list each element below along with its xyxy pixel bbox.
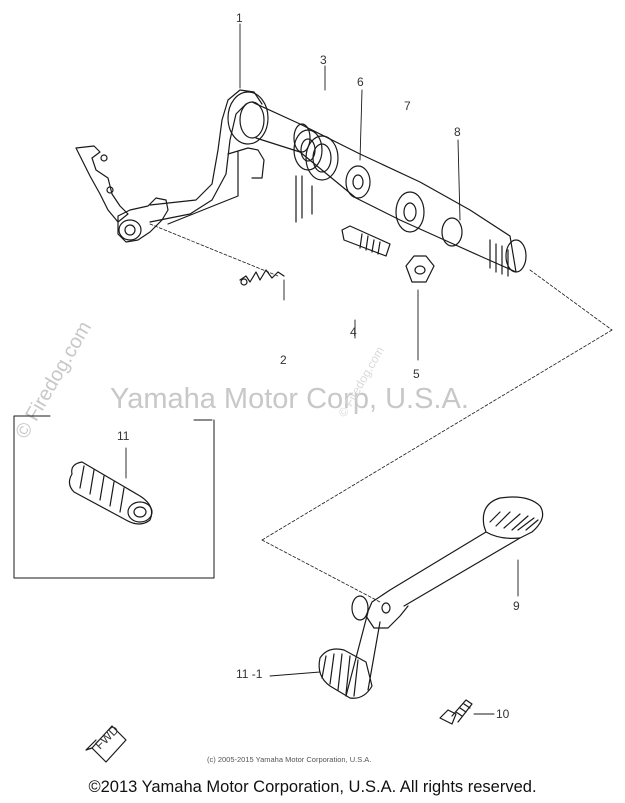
label-part-7: 7 <box>404 99 411 113</box>
spring-pin-part-4 <box>341 225 391 257</box>
label-part-10: 10 <box>496 707 510 721</box>
label-part-9: 9 <box>513 599 520 613</box>
watermark-side: © Firedog.com <box>11 318 96 443</box>
clip-pin <box>295 175 313 223</box>
copyright-footer: ©2013 Yamaha Motor Corporation, U.S.A. A… <box>88 778 537 796</box>
leader-lines <box>125 23 519 715</box>
footrest-rubber-part-11 <box>68 461 153 525</box>
circlip-part-6 <box>305 135 339 181</box>
seal-part-7 <box>345 165 425 233</box>
pedal-rubber-part-11-1 <box>318 648 373 699</box>
bolt-part-10 <box>439 699 473 725</box>
watermark-center: Yamaha Motor Corp, U.S.A. <box>110 383 469 415</box>
label-part-11: 11 <box>117 429 130 443</box>
fwd-label: FWD <box>92 723 121 752</box>
label-part-8: 8 <box>454 125 461 139</box>
fwd-arrow-icon <box>85 725 127 763</box>
label-part-3: 3 <box>320 53 327 67</box>
dashed-leaders <box>149 223 613 603</box>
nut-part-5 <box>405 255 435 283</box>
shift-shaft-part-1 <box>227 91 527 277</box>
label-part-5: 5 <box>413 367 420 381</box>
label-part-4: 4 <box>350 325 357 339</box>
label-part-6: 6 <box>357 75 364 89</box>
label-part-2: 2 <box>280 353 287 367</box>
oil-seal-part-8 <box>441 217 463 247</box>
diagram-caption: (c) 2005-2015 Yamaha Motor Corporation, … <box>207 755 371 764</box>
part-labels: 1 3 6 7 8 4 2 5 11 9 11 -1 10 FWD <box>92 11 520 752</box>
shift-pedal-part-9 <box>345 496 544 697</box>
small-spring <box>239 269 285 286</box>
label-part-1: 1 <box>236 11 243 25</box>
shift-arm-part-2 <box>75 89 265 243</box>
label-part-11-1: 11 -1 <box>236 667 263 681</box>
footrest-box <box>13 415 215 579</box>
